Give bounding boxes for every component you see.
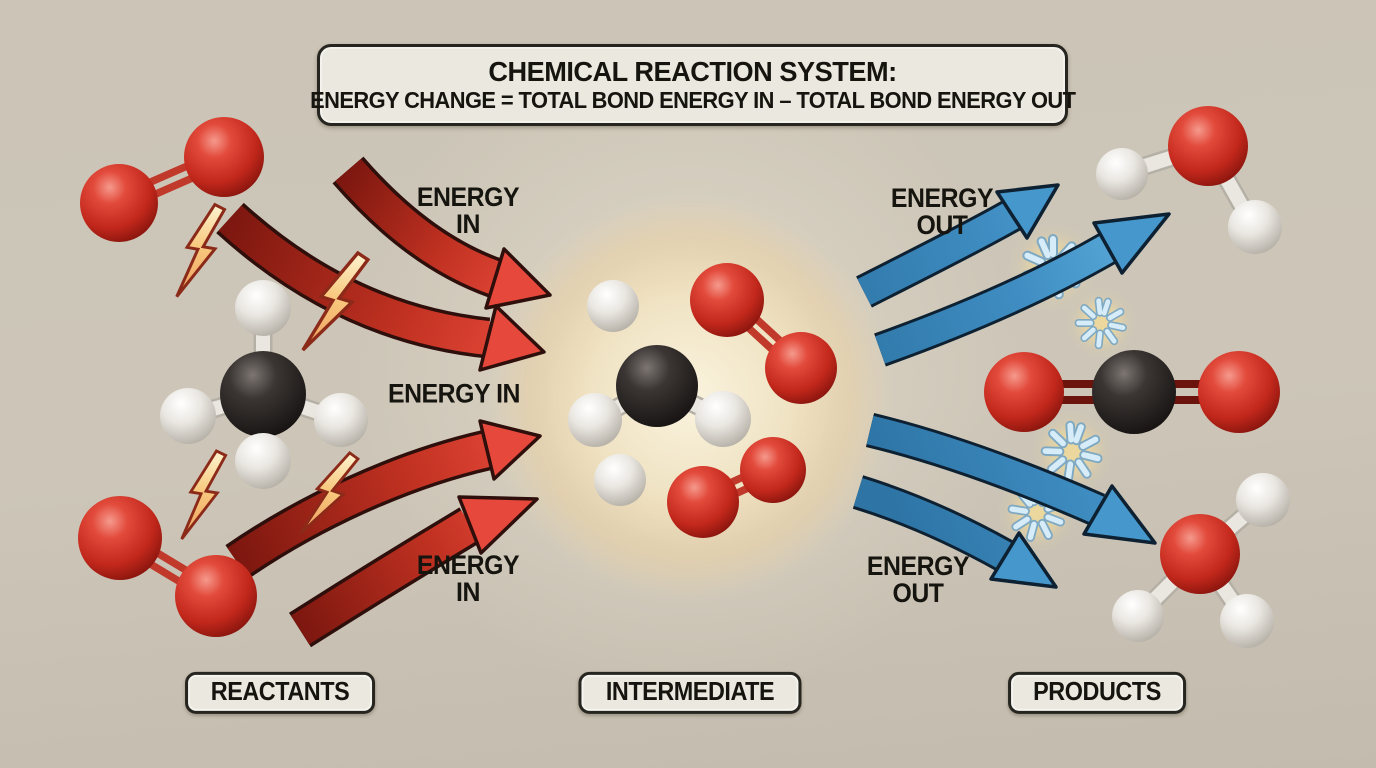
energy-in-label-middle: ENERGY IN bbox=[387, 378, 521, 409]
oxygen-atom bbox=[78, 496, 162, 580]
hydrogen-atom bbox=[594, 454, 646, 506]
energy-in-label-top: ENERGY IN bbox=[416, 182, 520, 239]
oxygen-atom bbox=[1160, 514, 1240, 594]
hydrogen-atom bbox=[1096, 148, 1148, 200]
hydrogen-atom bbox=[1112, 590, 1164, 642]
title-line1: CHEMICAL REACTION SYSTEM: bbox=[488, 56, 897, 88]
stage-label-products-text: PRODUCTS bbox=[1033, 675, 1161, 706]
reactant-methane-molecule bbox=[160, 280, 368, 489]
lightning-bolt-icon bbox=[175, 200, 227, 302]
intermediate-carbon-fragment bbox=[568, 345, 751, 447]
oxygen-atom bbox=[184, 117, 264, 197]
hydrogen-atom bbox=[1236, 473, 1290, 527]
carbon-atom bbox=[616, 345, 698, 427]
reactant-oxygen-molecule-top bbox=[80, 117, 264, 242]
oxygen-atom bbox=[690, 263, 764, 337]
stage-label-reactants-text: REACTANTS bbox=[210, 675, 350, 706]
hydrogen-atom bbox=[587, 280, 639, 332]
stage-label-intermediate: INTERMEDIATE bbox=[578, 671, 802, 715]
stage-label-reactants: REACTANTS bbox=[185, 671, 375, 715]
energy-in-arrow bbox=[288, 495, 539, 648]
energy-out-arrow bbox=[852, 475, 1058, 589]
product-water-molecule-top bbox=[1096, 106, 1282, 254]
title-box: CHEMICAL REACTION SYSTEM: ENERGY CHANGE … bbox=[310, 44, 1076, 126]
reactant-oxygen-molecule-bottom bbox=[78, 496, 257, 637]
energy-out-arrow bbox=[856, 183, 1060, 308]
stage-label-intermediate-text: INTERMEDIATE bbox=[605, 675, 775, 706]
product-carbon-dioxide-molecule bbox=[984, 350, 1280, 434]
energy-burst-icon bbox=[1074, 295, 1129, 351]
oxygen-atom bbox=[740, 437, 806, 503]
hydrogen-atom bbox=[235, 433, 291, 489]
product-water-molecule-bottom bbox=[1112, 473, 1290, 648]
hydrogen-atom bbox=[695, 391, 751, 447]
energy-in-arrows bbox=[216, 156, 552, 648]
energy-in-label-bottom: ENERGY IN bbox=[416, 550, 520, 607]
oxygen-atom bbox=[80, 164, 158, 242]
energy-in-arrow bbox=[216, 202, 546, 372]
energy-in-arrow bbox=[225, 419, 542, 579]
energy-out-arrow bbox=[865, 412, 1157, 545]
oxygen-atom bbox=[175, 555, 257, 637]
energy-burst-icon bbox=[1039, 418, 1106, 485]
oxygen-atom bbox=[984, 352, 1064, 432]
energy-out-arrow bbox=[874, 212, 1171, 367]
lightning-bolt-icon bbox=[180, 447, 228, 544]
oxygen-atom bbox=[765, 332, 837, 404]
hydrogen-atom bbox=[314, 393, 368, 447]
title-line2: ENERGY CHANGE = TOTAL BOND ENERGY IN – T… bbox=[309, 86, 1076, 113]
intermediate-oxygen-molecule-top bbox=[690, 263, 837, 404]
carbon-atom bbox=[220, 351, 306, 437]
energy-out-label-bottom: ENERGY OUT bbox=[866, 551, 970, 608]
oxygen-atom bbox=[667, 466, 739, 538]
hydrogen-atom bbox=[1220, 594, 1274, 648]
energy-out-arrows bbox=[852, 183, 1171, 589]
energy-in-arrow bbox=[332, 156, 552, 310]
hydrogen-atom bbox=[235, 280, 291, 336]
carbon-atom bbox=[1092, 350, 1176, 434]
stage-label-products: PRODUCTS bbox=[1008, 671, 1186, 715]
hydrogen-atom bbox=[1228, 200, 1282, 254]
energy-out-label-top: ENERGY OUT bbox=[890, 183, 994, 240]
intermediate-fragment-group bbox=[568, 263, 837, 538]
hydrogen-atom bbox=[568, 393, 622, 447]
hydrogen-atom bbox=[160, 388, 216, 444]
oxygen-atom bbox=[1198, 351, 1280, 433]
oxygen-atom bbox=[1168, 106, 1248, 186]
intermediate-oxygen-molecule-bottom bbox=[667, 437, 806, 538]
